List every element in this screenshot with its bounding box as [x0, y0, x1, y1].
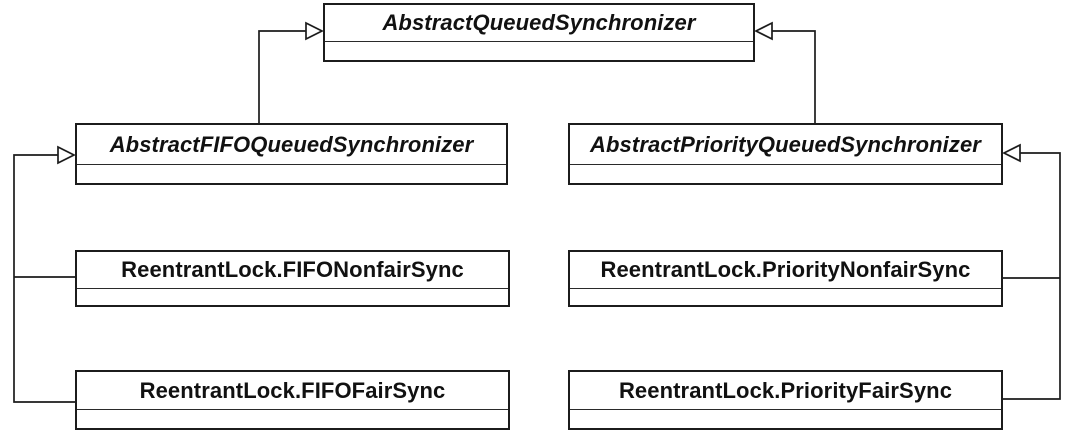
edge-fifofair-to-afifo	[13, 154, 75, 403]
generalization-arrowhead-icon	[57, 145, 76, 165]
class-members-compartment	[77, 289, 508, 305]
class-members-compartment	[325, 42, 753, 60]
class-name: AbstractFIFOQueuedSynchronizer	[77, 125, 506, 165]
class-members-compartment	[570, 410, 1001, 428]
edge-afifo-to-aqs	[258, 30, 306, 123]
class-members-compartment	[77, 165, 506, 183]
class-box-abstract-fifo-queued-synchronizer: AbstractFIFOQueuedSynchronizer	[75, 123, 508, 185]
class-members-compartment	[570, 165, 1001, 183]
generalization-arrowhead-icon	[305, 21, 324, 41]
class-box-abstract-queued-synchronizer: AbstractQueuedSynchronizer	[323, 3, 755, 62]
class-name: ReentrantLock.PriorityFairSync	[570, 372, 1001, 410]
class-name: AbstractQueuedSynchronizer	[325, 5, 753, 42]
edge-aprio-to-aqs	[772, 30, 816, 123]
class-box-reentrantlock-fifo-fair-sync: ReentrantLock.FIFOFairSync	[75, 370, 510, 430]
class-name: AbstractPriorityQueuedSynchronizer	[570, 125, 1001, 165]
generalization-arrowhead-icon	[1002, 143, 1021, 163]
class-box-reentrantlock-priority-fair-sync: ReentrantLock.PriorityFairSync	[568, 370, 1003, 430]
class-name: ReentrantLock.FIFONonfairSync	[77, 252, 508, 289]
class-name: ReentrantLock.FIFOFairSync	[77, 372, 508, 410]
generalization-arrowhead-icon	[754, 21, 773, 41]
class-box-abstract-priority-queued-synchronizer: AbstractPriorityQueuedSynchronizer	[568, 123, 1003, 185]
class-box-reentrantlock-fifo-nonfair-sync: ReentrantLock.FIFONonfairSync	[75, 250, 510, 307]
edge-priofair-to-aprio	[1003, 152, 1061, 400]
class-box-reentrantlock-priority-nonfair-sync: ReentrantLock.PriorityNonfairSync	[568, 250, 1003, 307]
class-name: ReentrantLock.PriorityNonfairSync	[570, 252, 1001, 289]
class-members-compartment	[570, 289, 1001, 305]
class-members-compartment	[77, 410, 508, 428]
